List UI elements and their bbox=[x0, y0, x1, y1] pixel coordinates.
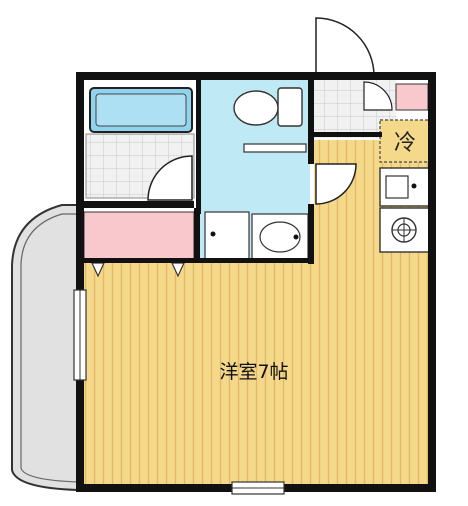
stove bbox=[379, 207, 431, 253]
toilet-room bbox=[200, 80, 310, 262]
refrigerator-label: 冷 bbox=[394, 131, 416, 156]
bottom-window bbox=[231, 481, 285, 495]
toilet-bowl bbox=[233, 90, 279, 126]
front-door bbox=[315, 17, 375, 77]
storage-area bbox=[83, 211, 195, 261]
toilet-tank bbox=[277, 87, 303, 127]
balcony-window bbox=[73, 289, 87, 381]
entrance-inner-door bbox=[363, 81, 393, 111]
kitchen-sink bbox=[379, 167, 431, 207]
western-room-label: 洋室7帖 bbox=[219, 361, 288, 383]
towel-bar bbox=[243, 143, 307, 153]
balcony bbox=[11, 204, 79, 492]
bathroom-door bbox=[147, 155, 193, 201]
western-room-floor bbox=[84, 262, 432, 484]
hall-door bbox=[315, 163, 357, 205]
refrigerator-space bbox=[379, 119, 431, 163]
